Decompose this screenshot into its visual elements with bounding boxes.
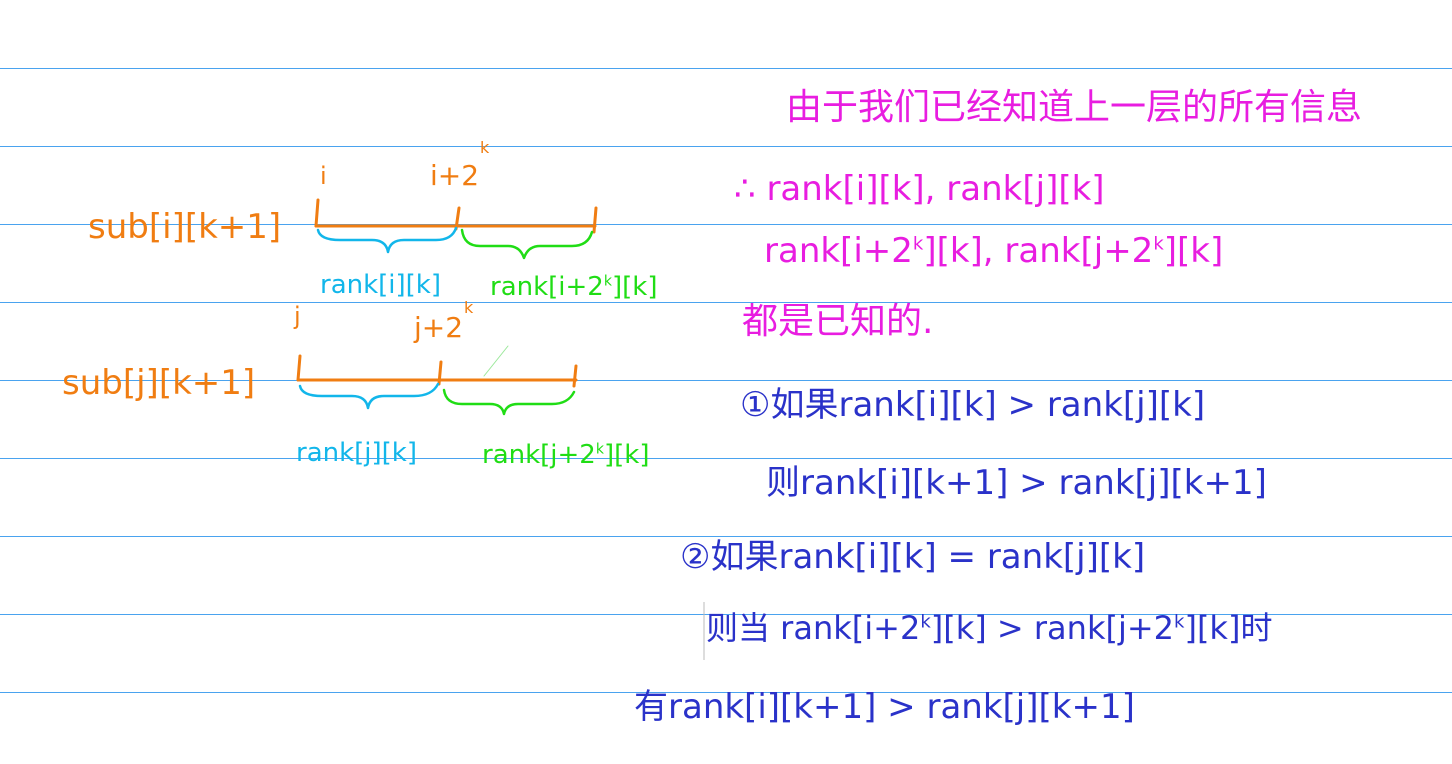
notes-heading: 由于我们已经知道上一层的所有信息	[786, 87, 1363, 128]
ruled-line	[0, 302, 1452, 303]
case-2-conclusion: 有rank[i][k+1] > rank[j][k+1]	[634, 687, 1135, 727]
case-2-when-exp-b: k	[1174, 611, 1185, 633]
ruled-line	[0, 458, 1452, 459]
ruled-line	[0, 68, 1452, 69]
row-i-strokes	[314, 198, 598, 260]
known-line-1: ∴ rank[i][k], rank[j][k]	[734, 169, 1105, 209]
ruled-line	[0, 692, 1452, 693]
right-half-i-exp: k	[603, 273, 612, 290]
case-2-when-exp-a: k	[920, 611, 931, 633]
case-1-result: 则rank[i][k+1] > rank[j][k+1]	[766, 463, 1267, 503]
right-half-j: rank[j+2k][k]	[482, 440, 650, 470]
case-2-when: 则当 rank[i+2k][k] > rank[j+2k][k]时	[706, 609, 1273, 647]
mid-mark-j: j+2	[414, 311, 464, 344]
case-1-number: ①	[740, 385, 771, 425]
ruled-line	[0, 614, 1452, 615]
start-mark-j: j	[294, 302, 301, 330]
row-j-strokes	[296, 345, 578, 416]
ruled-line	[0, 146, 1452, 147]
left-half-i: rank[i][k]	[320, 270, 442, 300]
sub-j-label: sub[j][k+1]	[62, 363, 256, 403]
ruled-line	[0, 224, 1452, 225]
sub-i-label: sub[i][k+1]	[88, 207, 282, 247]
known-line-2-exp-b: k	[1153, 233, 1164, 255]
known-line-2: rank[i+2k][k], rank[j+2k][k]	[764, 231, 1224, 271]
ruled-line	[0, 380, 1452, 381]
ruled-line	[0, 536, 1452, 537]
case-2-number: ②	[680, 537, 711, 577]
right-half-i: rank[i+2k][k]	[490, 272, 658, 302]
mid-mark-i-exp: k	[480, 138, 490, 157]
mid-mark-j-exp: k	[464, 298, 474, 317]
case-2-condition: ②如果rank[i][k] = rank[j][k]	[680, 537, 1146, 577]
case-1-condition: ①如果rank[i][k] > rank[j][k]	[740, 385, 1206, 425]
right-half-j-exp: k	[595, 441, 604, 458]
mid-mark-i: i+2	[430, 159, 480, 192]
known-line-3: 都是已知的.	[742, 301, 934, 342]
left-half-j: rank[j][k]	[296, 438, 418, 468]
start-mark-i: i	[320, 162, 327, 190]
known-line-2-exp-a: k	[912, 233, 924, 255]
